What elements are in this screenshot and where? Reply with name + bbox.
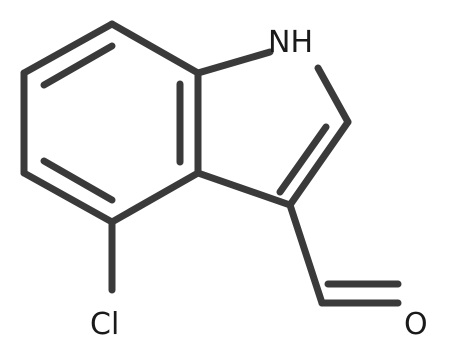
atom-label-nh: NH: [268, 25, 313, 60]
bond-inner-c5-c4: [40, 157, 116, 204]
bond-c7-c6: [20, 20, 116, 77]
bond-c4-c3a: [108, 169, 202, 226]
bond-c2-c3-inner: [276, 123, 330, 196]
bond-inner-c7-c6: [40, 42, 116, 89]
bond-c2-c3: [286, 118, 352, 209]
bond-n1-c2: [314, 64, 352, 126]
bond-c3-c3a: [194, 169, 294, 209]
bond-c5-c4: [20, 169, 116, 226]
bond-c7a-n1: [194, 48, 274, 77]
atom-label-o: O: [404, 307, 428, 342]
bond-c3-cho: [286, 201, 326, 307]
bond-c7a-c7: [108, 20, 202, 77]
atom-label-cl: Cl: [90, 307, 119, 342]
